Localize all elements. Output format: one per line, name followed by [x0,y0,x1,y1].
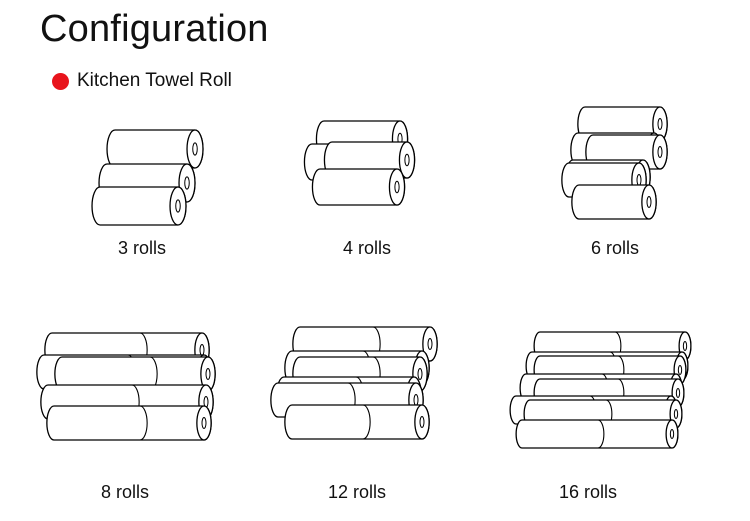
towel-roll [46,405,212,441]
towel-roll [284,404,430,440]
six-roll-pack-icon [561,106,668,220]
config-label: 8 rolls [100,482,149,502]
page-title: Configuration [40,8,269,50]
config-label: 4 rolls [342,238,391,258]
towel-roll [91,186,187,226]
towel-roll [571,184,657,220]
four-roll-pack-icon [303,120,416,206]
towel-roll [311,168,406,206]
config-label: 12 rolls [327,482,387,502]
towel-roll [515,419,679,449]
three-roll-pack-icon [91,129,204,226]
legend: Kitchen Towel Roll [52,70,232,92]
legend-label: Kitchen Towel Roll [77,70,232,91]
sixteen-roll-pack-icon [509,331,692,449]
towel-roll [106,129,204,169]
eight-roll-pack-icon [36,332,216,441]
config-label: 6 rolls [590,238,639,258]
twelve-roll-pack-icon [270,326,438,440]
config-label: 3 rolls [117,238,166,258]
red-dot-icon [52,72,69,90]
config-label: 16 rolls [558,482,618,502]
